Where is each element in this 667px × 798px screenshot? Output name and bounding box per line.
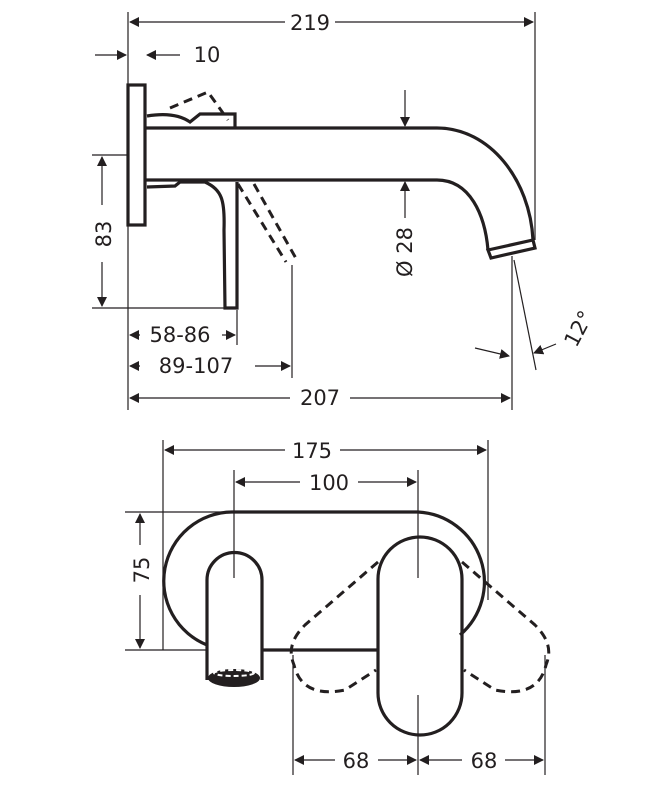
dim-219: 219 <box>290 11 330 35</box>
dim-175: 175 <box>292 439 332 463</box>
lever-right-position <box>461 560 551 694</box>
dim-10: 10 <box>194 43 221 67</box>
spout <box>145 126 535 251</box>
lever-open-position <box>169 90 230 121</box>
dim-75: 75 <box>130 557 154 584</box>
dim-12-degrees: 12° <box>559 307 598 351</box>
side-view: 219 10 83 Ø 28 58-86 89-107 207 <box>92 11 598 410</box>
aerator <box>485 238 537 260</box>
dim-58-86: 58-86 <box>149 323 210 347</box>
lever-down-position <box>236 183 300 263</box>
dim-68-left: 68 <box>343 749 370 773</box>
aerator-front <box>208 669 260 687</box>
wall-plate <box>126 83 147 227</box>
dim-89-107: 89-107 <box>159 354 233 378</box>
dim-68-right: 68 <box>471 749 498 773</box>
dim-100: 100 <box>309 471 349 495</box>
handle-cap <box>146 112 237 128</box>
dim-diameter-28: Ø 28 <box>393 227 417 277</box>
lever-front <box>376 535 464 737</box>
dim-207: 207 <box>300 386 340 410</box>
front-view: 175 100 75 68 68 <box>125 439 551 775</box>
wall-plate-front <box>162 510 486 647</box>
dim-83: 83 <box>92 221 116 248</box>
lever <box>146 180 239 310</box>
lever-left-position <box>289 560 379 694</box>
